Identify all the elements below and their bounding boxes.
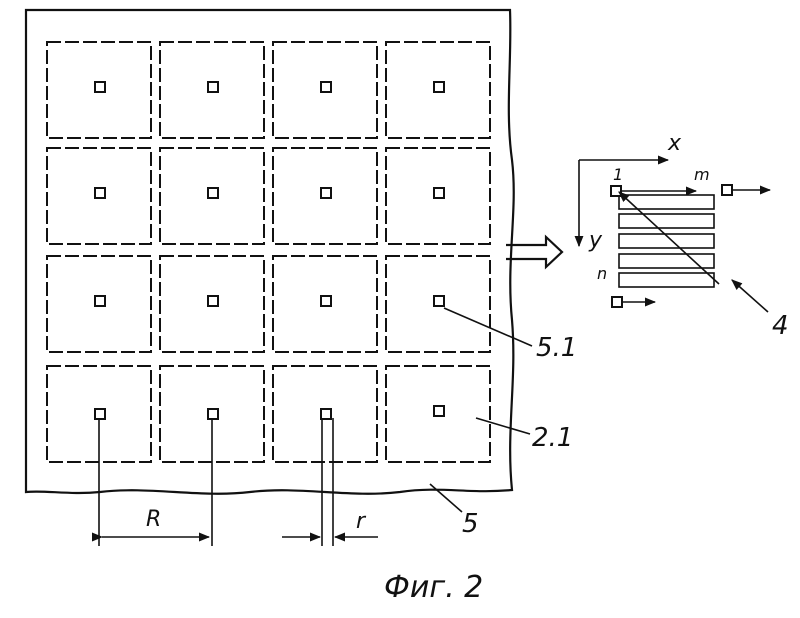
cell-grid: [47, 42, 490, 462]
gap-label: r: [356, 509, 367, 534]
pixel-pad: [321, 82, 331, 92]
reference-callouts: 5.1 2.1 5: [430, 308, 577, 539]
pixel-pad: [434, 82, 444, 92]
scan-pattern-inset: x y 1 m n 4: [579, 131, 789, 341]
cell-ref: 2.1: [532, 423, 573, 453]
pixel-pad: [434, 406, 444, 416]
pitch-dimension: R: [99, 418, 212, 546]
pixel-pad: [95, 188, 105, 198]
substrate-ref: 5: [462, 509, 479, 539]
pixel-pad: [95, 82, 105, 92]
pitch-label: R: [146, 507, 161, 532]
row-start-label: 1: [613, 165, 623, 184]
row-last-label: n: [597, 264, 607, 283]
pixel-pad: [434, 296, 444, 306]
scan-ref: 4: [772, 311, 789, 341]
pixel-pad: [208, 409, 218, 419]
pixel-pads: [95, 82, 444, 419]
pixel-pad: [95, 296, 105, 306]
pixel-pad: [95, 409, 105, 419]
x-axis-label: x: [667, 131, 682, 156]
row-end-label: m: [694, 165, 710, 184]
pixel-pad: [208, 188, 218, 198]
transfer-arrow: [506, 237, 562, 267]
pixel-pad: [208, 296, 218, 306]
pixel-pad: [321, 296, 331, 306]
gap-dimension: r: [282, 418, 378, 546]
pixel-pad: [321, 188, 331, 198]
y-axis-label: y: [588, 228, 603, 253]
pixel-pad: [208, 82, 218, 92]
pixel-pad: [434, 188, 444, 198]
figure-caption: Фиг. 2: [384, 570, 483, 605]
pixel-pad-ref: 5.1: [536, 333, 577, 363]
pixel-pad: [321, 409, 331, 419]
